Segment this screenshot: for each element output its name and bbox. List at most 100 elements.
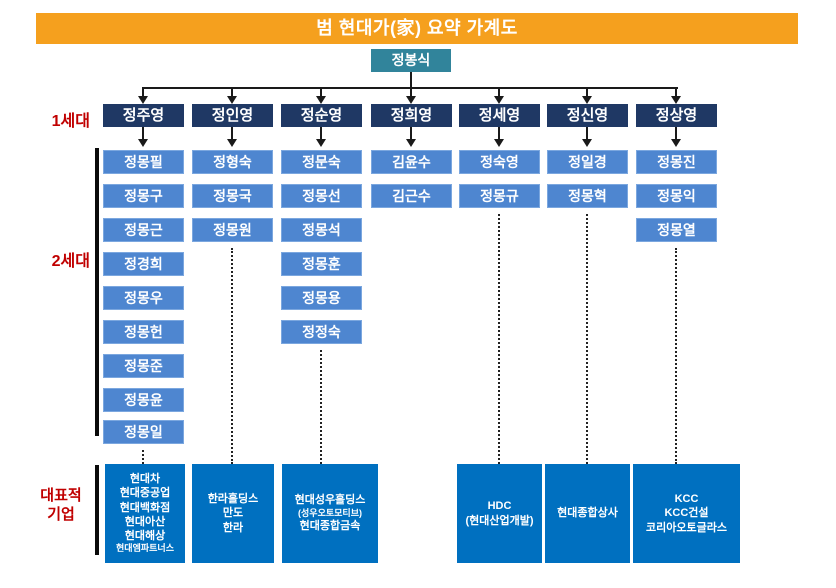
arrow-down-icon [138,139,148,147]
gen2-box: 김윤수 [371,150,452,174]
root-ancestor-box: 정봉식 [371,49,451,72]
company-name: 한라 [222,521,244,534]
arrow-stem [142,88,144,98]
arrow-down-icon [671,139,681,147]
arrow-down-icon [227,96,237,104]
gen1-box: 정세영 [459,104,540,127]
gen2-box: 정몽일 [103,420,184,444]
company-name: KCC [674,493,699,506]
company-name: 현대백화점 [119,501,171,514]
gen2-box: 정몽원 [192,218,273,242]
gen1-box: 정주영 [103,104,184,127]
gen1-box: 정상영 [636,104,717,127]
arrow-stem [586,88,588,98]
company-name: 현대중공업 [119,487,171,500]
label-representative-companies: 대표적 기업 [28,487,94,525]
company-name: KCC건설 [664,507,709,520]
label-companies-line1: 대표적 [40,487,82,504]
arrow-stem [320,127,322,140]
arrow-stem [675,88,677,98]
gen2-box: 정몽필 [103,150,184,174]
dotted-connector [320,350,322,464]
dotted-connector [142,450,144,464]
gen2-box: 정일경 [547,150,628,174]
gen1-box: 정희영 [371,104,452,127]
company-name: 현대엠파트너스 [116,543,174,554]
gen2-box: 정몽용 [281,286,362,310]
arrow-down-icon [138,96,148,104]
arrow-stem [231,88,233,98]
company-name: (현대산업개발) [465,514,534,527]
dotted-connector [586,214,588,464]
company-box: 현대성우홀딩스(성우오토모티브) 현대종합금속 [282,464,378,563]
arrow-stem [498,127,500,140]
arrow-stem [675,127,677,140]
gen2-box: 정문숙 [281,150,362,174]
gen2-box: 정몽헌 [103,320,184,344]
companies-bracket-line [95,465,99,555]
gen1-box: 정순영 [281,104,362,127]
company-name: 현대종합상사 [557,507,618,520]
arrow-down-icon [316,139,326,147]
label-generation-1: 1세대 [51,113,90,130]
arrow-down-icon [316,96,326,104]
arrow-stem [142,127,144,140]
arrow-down-icon [227,139,237,147]
company-name: 현대해상 [124,530,166,543]
company-name: 현대성우홀딩스 [294,494,366,507]
gen2-box: 정형숙 [192,150,273,174]
gen2-box: 정몽근 [103,218,184,242]
root-connector-line [410,72,412,88]
arrow-down-icon [406,96,416,104]
label-generation-2: 2세대 [51,253,90,270]
arrow-stem [410,88,412,98]
dotted-connector [498,214,500,464]
arrow-stem [586,127,588,140]
gen2-box: 정몽국 [192,184,273,208]
arrow-down-icon [494,139,504,147]
gen2-box: 정몽우 [103,286,184,310]
gen2-box: 정경희 [103,252,184,276]
gen2-box: 정몽훈 [281,252,362,276]
dotted-connector [231,248,233,464]
company-name: 코리아오토글라스 [646,521,727,534]
gen2-box: 정몽준 [103,354,184,378]
company-name: 만도 [222,507,244,520]
company-name: 현대종합금속 [299,520,361,533]
gen1-box: 정신영 [547,104,628,127]
gen2-box: 정몽열 [636,218,717,242]
company-name: (성우오토모티브) [298,507,362,518]
arrow-down-icon [406,139,416,147]
gen2-box: 정몽진 [636,150,717,174]
dotted-connector [675,248,677,464]
gen2-box: 정몽규 [459,184,540,208]
diagram-title: 범 현대가(家) 요약 가계도 [36,13,798,44]
gen1-box: 정인영 [192,104,273,127]
gen2-box: 정몽선 [281,184,362,208]
arrow-stem [498,88,500,98]
gen2-box: 정몽구 [103,184,184,208]
gen2-box: 정몽윤 [103,388,184,412]
arrow-down-icon [494,96,504,104]
arrow-stem [320,88,322,98]
gen2-box: 정정숙 [281,320,362,344]
arrow-stem [410,127,412,140]
company-box: 현대종합상사 [545,464,630,563]
gen2-box: 정몽혁 [547,184,628,208]
company-name: 한라홀딩스 [207,493,259,506]
gen2-box: 정몽익 [636,184,717,208]
gen2-box: 김근수 [371,184,452,208]
company-name: 현대아산 [124,515,166,528]
arrow-down-icon [582,96,592,104]
label-companies-line2: 기업 [47,505,75,523]
generation-2-bracket-line [95,148,99,436]
arrow-stem [231,127,233,140]
arrow-down-icon [582,139,592,147]
company-name: HDC [487,500,512,513]
company-name: 현대차 [129,472,161,485]
gen2-box: 정숙영 [459,150,540,174]
